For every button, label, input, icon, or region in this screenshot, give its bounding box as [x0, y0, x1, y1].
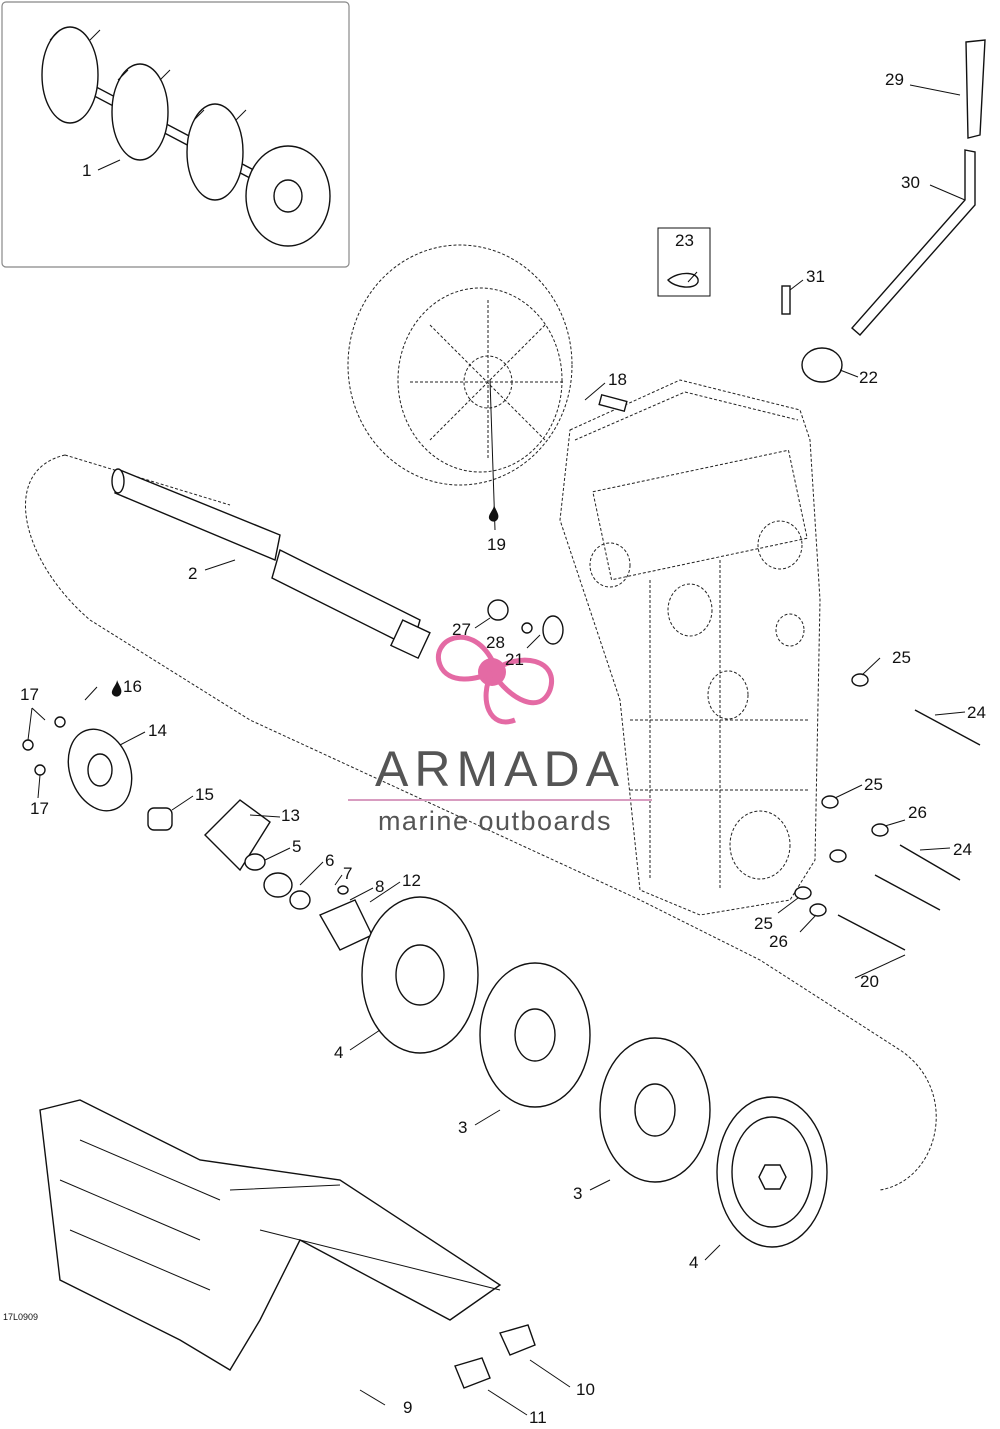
watermark-brand: ARMADA: [375, 741, 625, 797]
reference-track-loop: [25, 454, 937, 1191]
callout-27: 27: [452, 620, 471, 639]
handle-assembly: [598, 39, 986, 413]
callout-23: 23: [675, 231, 694, 250]
callout-2: 2: [188, 564, 197, 583]
callout-8: 8: [375, 877, 384, 896]
callout-11: 11: [529, 1408, 547, 1427]
drive-axle-shaft: [111, 468, 431, 660]
oil-drop-icon: [488, 505, 499, 522]
callout-26: 26: [908, 803, 927, 822]
leader-lines: [27, 84, 966, 1416]
callout-24: 24: [953, 840, 972, 859]
callout-3: 3: [573, 1184, 582, 1203]
callout-4: 4: [689, 1253, 698, 1272]
callout-9: 9: [403, 1398, 412, 1417]
callout-15: 15: [195, 785, 214, 804]
callout-28: 28: [486, 633, 505, 652]
callout-31: 31: [806, 267, 825, 286]
chaincase-housing: [559, 379, 821, 916]
callout-25: 25: [864, 775, 883, 794]
callout-26: 26: [769, 932, 788, 951]
callout-21: 21: [505, 650, 524, 669]
bearing-flange-assembly: [22, 716, 373, 951]
item-23-box: [657, 227, 711, 297]
callout-25: 25: [754, 914, 773, 933]
callout-14: 14: [148, 721, 167, 740]
callout-24: 24: [967, 703, 986, 722]
callout-18: 18: [608, 370, 627, 389]
callout-30: 30: [901, 173, 920, 192]
callout-16: 16: [123, 677, 142, 696]
callout-5: 5: [292, 837, 301, 856]
callout-4: 4: [334, 1043, 343, 1062]
callout-7: 7: [343, 864, 352, 883]
callout-22: 22: [859, 368, 878, 387]
callout-25: 25: [892, 648, 911, 667]
callout-10: 10: [576, 1380, 595, 1399]
watermark-tagline: marine outboards: [378, 806, 612, 836]
callout-labels: 1 2 3 3 4 4 5 6 7 8 9 10 11 12 13 14 15 …: [20, 70, 986, 1427]
track-belt: [39, 1099, 502, 1371]
small-sprocket-gears: [487, 599, 564, 645]
callout-6: 6: [325, 851, 334, 870]
callout-19: 19: [487, 535, 506, 554]
callout-17: 17: [30, 799, 49, 818]
oil-drop-icon: [111, 680, 122, 697]
drawing-code: 17L0909: [3, 1312, 38, 1322]
callout-29: 29: [885, 70, 904, 89]
armada-logo-icon: [435, 634, 555, 725]
drive-sprockets: [361, 896, 828, 1248]
inset-drive-axle-assembly: [1, 1, 350, 268]
callout-12: 12: [402, 871, 421, 890]
reference-wheel-outline: [347, 244, 573, 486]
callout-17: 17: [20, 685, 39, 704]
track-clips: [454, 1324, 536, 1389]
callout-13: 13: [281, 806, 300, 825]
callout-1: 1: [82, 161, 91, 180]
chaincase-bolts: [794, 673, 981, 951]
callout-3: 3: [458, 1118, 467, 1137]
callout-20: 20: [860, 972, 879, 991]
